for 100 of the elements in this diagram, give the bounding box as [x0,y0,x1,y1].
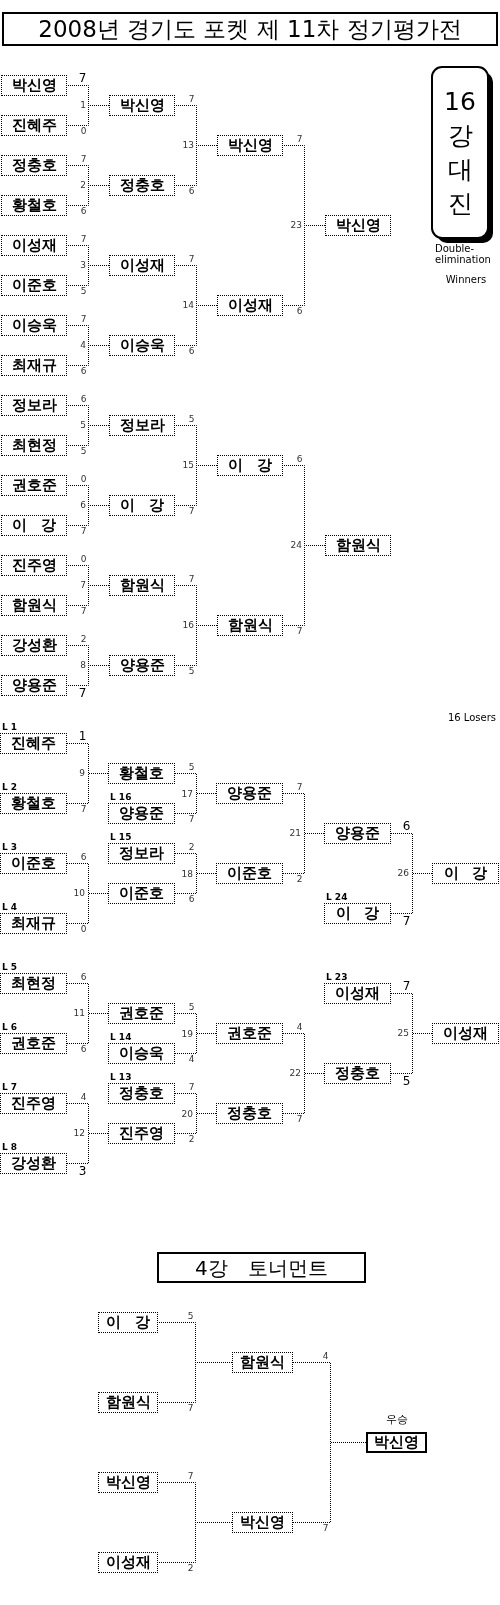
player-box: 강성환 [0,1153,67,1174]
caption: 16 Losers [446,712,496,723]
player-box: 양용준 [1,675,67,696]
seed-label: L 7 [2,1083,18,1092]
player-box: 권호준 [0,1033,67,1054]
bracket-line [174,1113,217,1134]
match-number: 12 [72,1129,85,1138]
player-box: 양용준 [216,783,283,804]
player-box: 이 강 [98,1312,158,1333]
bracket-line [292,1442,367,1523]
player-box: 이성재 [324,983,391,1004]
match-number: 11 [72,1009,85,1018]
player-box: 최현정 [1,435,67,456]
bracket-line [66,773,109,804]
bracket-line [66,1133,109,1164]
player-box: 최현정 [0,973,67,994]
player-box: 최재규 [0,913,67,934]
player-box: 권호준 [108,1003,175,1024]
match-number: 18 [180,869,193,879]
title: 2008년 경기도 포켓 제 11차 정기평가전 [2,12,498,46]
bracket-line [174,793,217,814]
player-box: 함원식 [217,615,283,636]
player-box: 이승욱 [1,315,67,336]
bracket-line [66,505,110,526]
bracket-line [174,145,218,186]
player-box: 권호준 [1,475,67,496]
player-box: 진혜주 [0,733,67,754]
match-number: 15 [181,461,194,470]
player-box: 이 강 [109,495,175,516]
match-number: 24 [289,541,302,550]
bracket-line [66,425,110,446]
bracket-line [66,265,110,286]
seed-label: L 4 [2,903,18,912]
bracket-line [282,833,325,874]
match-number: 7 [79,581,86,590]
player-box: 황철호 [108,763,175,784]
bracket-line [66,585,110,606]
player-box: 정충호 [324,1063,391,1084]
bracket-line [282,1073,325,1114]
match-number: 10 [72,889,85,898]
seed-label: L 2 [2,783,18,792]
match-number: 23 [289,221,302,230]
seed-label: L 16 [110,793,132,802]
match-number: 6 [79,501,86,510]
seed-label: L 14 [110,1033,132,1042]
seed-label: L 6 [2,1023,18,1032]
seed-label: L 24 [326,893,348,902]
player-box: 정보라 [109,415,175,436]
player-box: 박신영 [325,215,391,236]
caption: Winners [444,274,488,285]
bracket-line [174,305,218,346]
player-box: 진주영 [0,1093,67,1114]
player-box: 양용준 [109,655,175,676]
player-box: 박신영 [98,1472,158,1493]
player-box: 정보라 [1,395,67,416]
player-box: 이성재 [432,1023,499,1044]
player-box: 이준호 [0,853,67,874]
player-box: 이성재 [1,235,67,256]
seed-label: L 8 [2,1143,18,1152]
player-box: 이승욱 [109,335,175,356]
match-number: 17 [180,789,193,799]
player-box: 함원식 [1,595,67,616]
match-number: 1 [79,101,86,110]
player-box: 박신영 [109,95,175,116]
player-box: 진혜주 [1,115,67,136]
seed-label: L 1 [2,723,18,732]
player-box: 진주영 [1,555,67,576]
match-number: 19 [180,1029,193,1039]
player-box: 박신영 [217,135,283,156]
seed-label: L 5 [2,963,18,972]
bracket-line [174,1033,217,1054]
match-number: 21 [288,829,301,838]
match-number: 20 [180,1109,193,1119]
match-number: 16 [181,621,194,630]
player-box: 이성재 [98,1552,158,1573]
bracket-line [66,345,110,366]
bracket-line [390,1033,433,1074]
player-box: 정충호 [109,175,175,196]
match-number: 3 [79,261,86,270]
player-box: 정보라 [108,843,175,864]
match-number: 26 [396,869,409,878]
player-box: 함원식 [98,1392,158,1413]
player-box: 강성환 [1,635,67,656]
bracket-line [66,185,110,206]
seed-label: L 3 [2,843,18,852]
match-number: 8 [79,661,86,670]
player-box: 정충호 [216,1103,283,1124]
player-box: 이준호 [216,863,283,884]
player-box: 이 강 [217,455,283,476]
match-number: 22 [288,1069,301,1078]
bracket-line [157,1522,233,1563]
bracket-line [390,873,433,914]
player-box: 함원식 [232,1352,293,1373]
seed-label: L 15 [110,833,132,842]
player-box: 이준호 [1,275,67,296]
seed-label: L 23 [326,973,348,982]
player-box: 이성재 [217,295,283,316]
bracket-line [282,225,326,306]
player-box: 황철호 [0,793,67,814]
match-number: 9 [78,769,85,778]
